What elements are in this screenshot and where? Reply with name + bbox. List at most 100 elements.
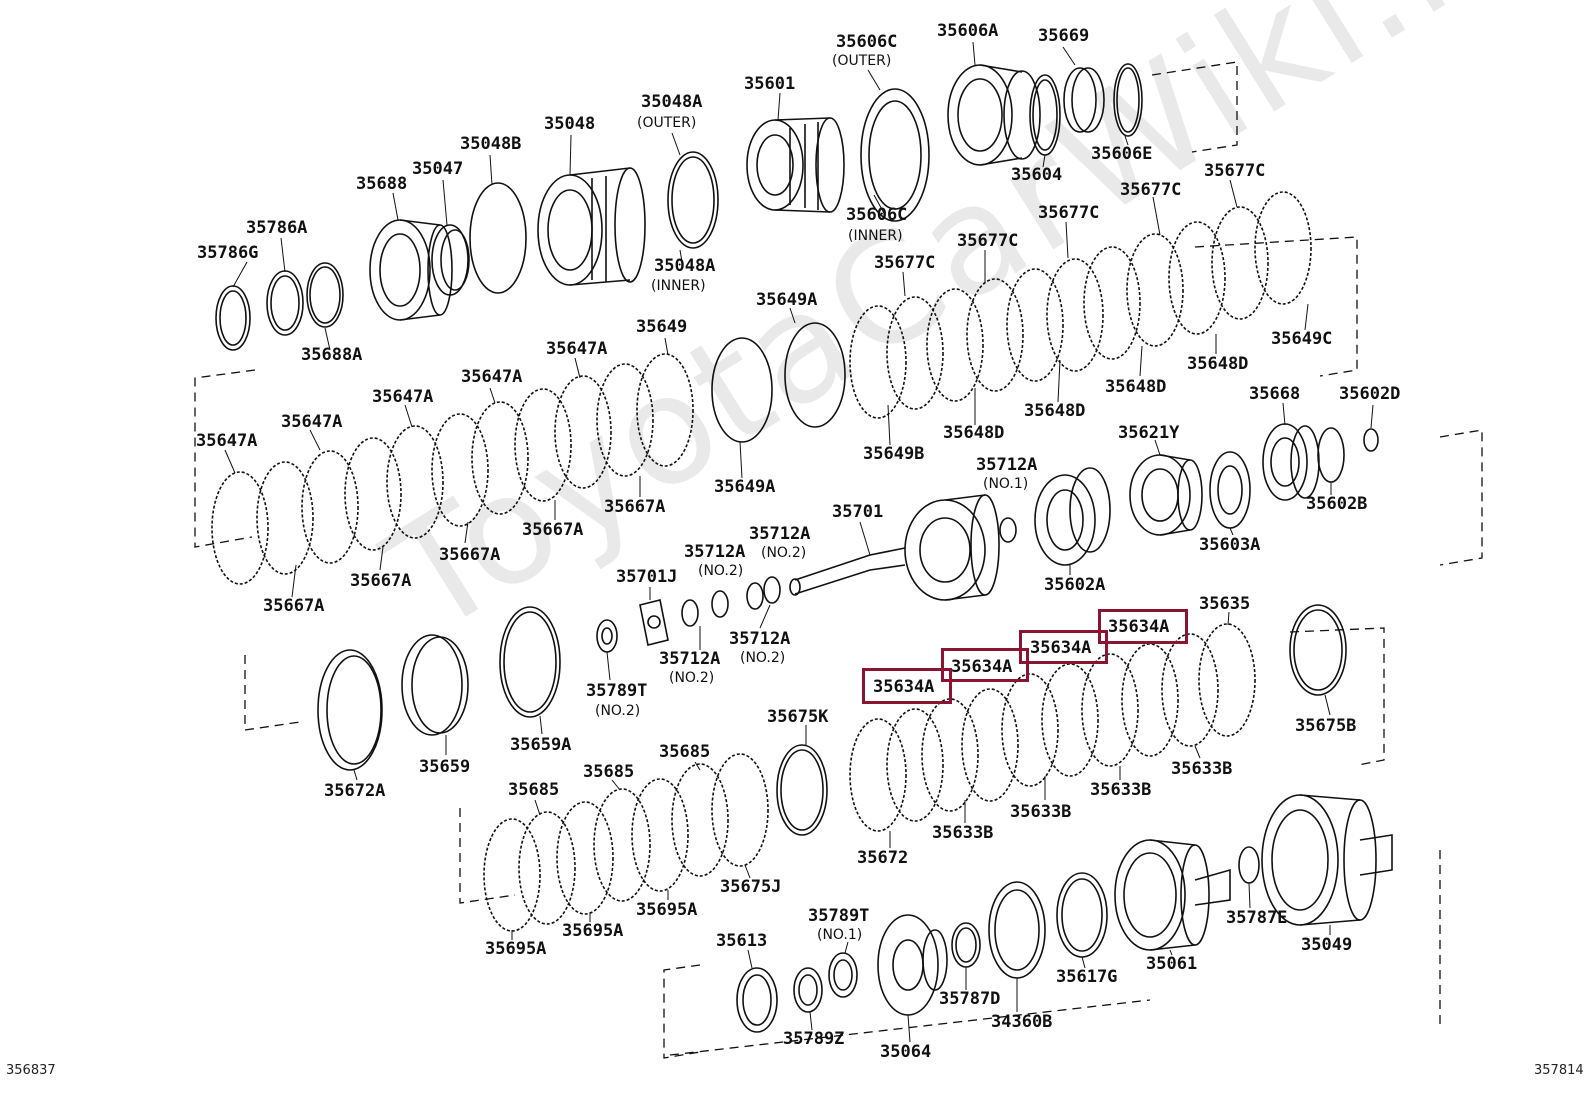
part-label: 35649A bbox=[756, 290, 818, 310]
hub-35061 bbox=[1114, 839, 1231, 951]
disc-pack-35677C bbox=[849, 191, 1312, 419]
part-label: 35048B bbox=[460, 134, 522, 154]
ring-35617G bbox=[1056, 872, 1108, 958]
washer-35701J bbox=[639, 599, 669, 646]
highlight-35634A-4 bbox=[1098, 609, 1188, 644]
part-label: 34360B bbox=[991, 1012, 1053, 1032]
washer-35669 bbox=[1063, 67, 1105, 133]
part-label: 35677C bbox=[957, 231, 1019, 251]
part-note: (NO.2) bbox=[595, 703, 641, 719]
part-label: 35633B bbox=[1090, 780, 1152, 800]
part-label: 35701 bbox=[832, 502, 884, 522]
snap-ring-35649A bbox=[711, 322, 846, 443]
gear-34360B bbox=[988, 881, 1046, 979]
carrier-35064 bbox=[877, 914, 948, 1016]
part-label: 35061 bbox=[1146, 954, 1198, 974]
part-label: 35633B bbox=[932, 823, 994, 843]
part-label: 35675K bbox=[767, 707, 829, 727]
part-label: 35606C bbox=[846, 205, 908, 225]
part-label: 35649A bbox=[714, 477, 776, 497]
part-label: 35048 bbox=[544, 114, 596, 134]
disc-pack-35634A bbox=[849, 623, 1256, 832]
part-label highlighted: 35634A bbox=[873, 677, 935, 697]
part-note: (OUTER) bbox=[832, 53, 892, 69]
washer-35789T bbox=[596, 619, 618, 653]
ring-35688A bbox=[306, 262, 344, 328]
washer-35789T-no1 bbox=[828, 952, 858, 998]
hub-35601 bbox=[746, 117, 845, 213]
shaft-35701 bbox=[789, 494, 1000, 601]
diagram-code-left: 356837 bbox=[6, 1063, 56, 1078]
part-label: 35606C bbox=[836, 32, 898, 52]
part-label: 35789Z bbox=[783, 1029, 845, 1049]
part-label: 35601 bbox=[744, 74, 796, 94]
part-label: 35667A bbox=[604, 497, 666, 517]
part-note: (NO.1) bbox=[817, 927, 863, 943]
diagram-code-right: 357814 bbox=[1534, 1063, 1584, 1078]
part-label: 35647A bbox=[372, 387, 434, 407]
part-label: 35621Y bbox=[1118, 423, 1180, 443]
part-label: 35685 bbox=[583, 762, 635, 782]
part-label: 35712A bbox=[684, 542, 746, 562]
hub-35668 bbox=[1262, 423, 1320, 501]
part-label: 35648D bbox=[1105, 377, 1167, 397]
thrust-rings-35712A bbox=[681, 576, 781, 627]
part-note: (NO.2) bbox=[761, 545, 807, 561]
ring-35048A bbox=[667, 151, 719, 249]
snap-ring-35604 bbox=[1029, 74, 1061, 156]
part-note: (INNER) bbox=[848, 228, 903, 244]
clutch-35621Y bbox=[1129, 454, 1203, 536]
part-label: 35647A bbox=[461, 367, 523, 387]
part-label: 35685 bbox=[508, 780, 560, 800]
part-label: 35603A bbox=[1199, 535, 1261, 555]
bearing-35789Z bbox=[793, 967, 823, 1013]
part-label: 35602D bbox=[1339, 384, 1401, 404]
ring-35606E bbox=[1113, 63, 1143, 137]
part-label highlighted: 35634A bbox=[1030, 638, 1092, 658]
part-label: 35688 bbox=[356, 174, 408, 194]
part-label: 35675B bbox=[1295, 716, 1357, 736]
part-label: 35635 bbox=[1199, 594, 1251, 614]
part-label: 35712A bbox=[729, 629, 791, 649]
part-label: 35712A bbox=[976, 455, 1038, 475]
ring-35675B bbox=[1289, 604, 1347, 696]
part-label: 35649B bbox=[863, 444, 925, 464]
part-label: 35048A bbox=[641, 92, 703, 112]
part-label: 35786A bbox=[246, 218, 308, 238]
part-label: 35648D bbox=[1187, 354, 1249, 374]
part-label: 35695A bbox=[562, 921, 624, 941]
part-label: 35786G bbox=[197, 243, 259, 263]
part-label: 35712A bbox=[659, 649, 721, 669]
highlight-35634A-1 bbox=[862, 668, 952, 704]
disc-pack-35647A bbox=[211, 353, 694, 585]
leader-lines bbox=[224, 41, 1374, 1043]
seal-35606C bbox=[860, 88, 930, 222]
part-label: 35633B bbox=[1010, 802, 1072, 822]
part-label: 35695A bbox=[636, 900, 698, 920]
ring-35602B bbox=[1317, 427, 1345, 483]
part-label: 35695A bbox=[485, 939, 547, 959]
ring-35675K bbox=[776, 744, 828, 836]
part-label: 35675J bbox=[720, 877, 782, 897]
part-label: 35606E bbox=[1091, 144, 1153, 164]
part-note: (INNER) bbox=[651, 278, 706, 294]
disc-pack-35685 bbox=[483, 753, 769, 932]
piston-35659 bbox=[401, 634, 469, 736]
part-label: 35677C bbox=[874, 253, 936, 273]
part-label: 35667A bbox=[522, 520, 584, 540]
plate-35672A bbox=[317, 649, 383, 771]
part-label: 35602B bbox=[1306, 494, 1368, 514]
part-label: 35613 bbox=[716, 931, 768, 951]
retainer-35688 bbox=[369, 219, 453, 321]
ring-35712A-no1 bbox=[999, 517, 1017, 543]
part-label: 35789T bbox=[808, 906, 870, 926]
clutch-drum-35606A bbox=[947, 64, 1041, 166]
ring-35613 bbox=[736, 967, 778, 1033]
part-label: 35602A bbox=[1044, 575, 1106, 595]
part-label: 35047 bbox=[412, 159, 464, 179]
part-label: 35647A bbox=[546, 339, 608, 359]
piston-35048 bbox=[537, 167, 646, 286]
part-label highlighted: 35634A bbox=[951, 657, 1013, 677]
part-note: (NO.2) bbox=[669, 670, 715, 686]
part-label: 35669 bbox=[1038, 26, 1090, 46]
